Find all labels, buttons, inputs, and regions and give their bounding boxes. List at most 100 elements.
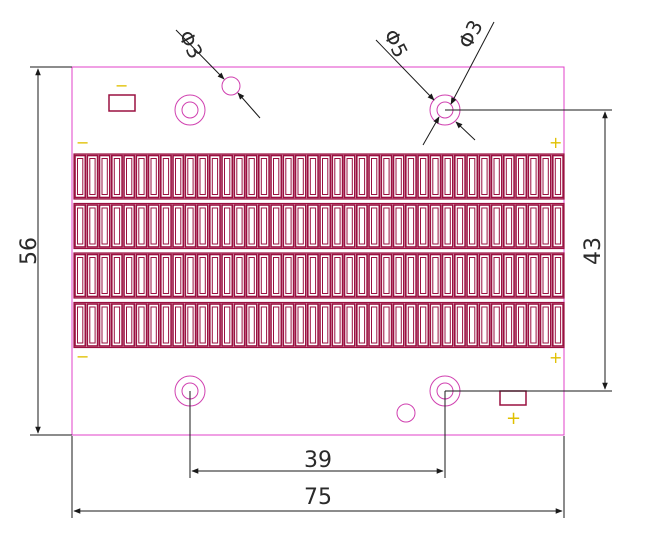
led-slot-inner	[420, 306, 427, 344]
led-slot-inner	[297, 306, 304, 344]
led-slot	[417, 303, 430, 347]
led-slot	[245, 253, 258, 298]
led-slot	[368, 303, 381, 347]
dimension-label-56: 56	[17, 237, 42, 265]
led-slot-inner	[175, 257, 182, 294]
led-slot-inner	[505, 158, 513, 195]
led-slot-inner	[297, 207, 304, 245]
led-slot-inner	[150, 158, 157, 195]
led-slot-inner	[77, 207, 84, 245]
led-slot	[160, 204, 172, 248]
led-slot	[282, 303, 295, 347]
led-slot	[502, 154, 515, 199]
led-slot	[147, 154, 160, 199]
led-slot	[111, 253, 123, 298]
slot-row	[73, 202, 565, 250]
led-slot-inner	[309, 306, 317, 344]
led-slot-inner	[371, 257, 378, 294]
led-slot-inner	[138, 306, 145, 344]
led-slot	[270, 303, 283, 347]
led-slot	[294, 303, 307, 347]
led-slot	[466, 253, 479, 298]
led-slot-inner	[444, 158, 451, 195]
led-slot	[221, 204, 234, 248]
led-slot	[355, 253, 368, 298]
led-slot-inner	[542, 306, 549, 344]
led-slot	[135, 204, 148, 248]
led-slot	[429, 154, 442, 199]
led-slot-inner	[518, 207, 525, 245]
led-slot	[98, 303, 111, 347]
led-slot-grid	[73, 153, 565, 349]
led-slot	[74, 204, 87, 248]
led-slot-inner	[224, 306, 231, 344]
led-slot	[551, 253, 564, 298]
led-slot-inner	[542, 207, 549, 245]
led-slot	[478, 303, 491, 347]
led-slot	[319, 303, 332, 347]
led-slot	[245, 154, 258, 199]
led-slot	[270, 204, 283, 248]
led-slot-inner	[383, 158, 390, 195]
led-slot-inner	[407, 257, 415, 294]
led-slot-inner	[322, 306, 329, 344]
led-slot-inner	[150, 306, 157, 344]
led-slot-inner	[236, 158, 243, 195]
led-slot	[380, 253, 393, 298]
led-slot	[209, 154, 221, 199]
led-slot	[343, 154, 356, 199]
led-slot	[331, 154, 344, 199]
slot-row	[73, 252, 565, 299]
led-slot-inner	[187, 257, 194, 294]
led-slot-inner	[260, 306, 268, 344]
led-slot	[466, 154, 479, 199]
led-slot-inner	[432, 306, 439, 344]
led-slot-inner	[554, 158, 562, 195]
led-slot-inner	[469, 158, 476, 195]
led-slot	[123, 154, 136, 199]
led-slot-inner	[481, 257, 488, 294]
led-slot	[306, 253, 319, 298]
led-slot-inner	[456, 207, 464, 245]
led-slot	[466, 204, 479, 248]
led-slot-inner	[175, 306, 182, 344]
led-slot-inner	[346, 158, 353, 195]
led-slot	[147, 253, 160, 298]
led-slot	[257, 303, 270, 347]
led-slot-inner	[358, 207, 366, 245]
led-slot-inner	[358, 306, 366, 344]
callout-label-phi5: Φ5	[379, 25, 413, 61]
led-slot-inner	[309, 207, 317, 245]
led-slot	[453, 303, 466, 347]
led-slot-inner	[101, 257, 108, 294]
led-slot-inner	[138, 257, 145, 294]
led-slot	[233, 253, 246, 298]
led-slot-inner	[138, 207, 145, 245]
led-slot	[123, 204, 136, 248]
led-slot-inner	[493, 158, 500, 195]
led-slot-inner	[297, 158, 304, 195]
led-slot	[429, 204, 442, 248]
led-slot	[160, 303, 172, 347]
led-slot	[502, 204, 515, 248]
led-slot-inner	[236, 257, 243, 294]
led-slot-inner	[162, 257, 170, 294]
polarity-minus-top: −	[115, 76, 128, 95]
led-slot-inner	[260, 158, 268, 195]
led-slot	[404, 253, 417, 298]
led-slot-inner	[456, 306, 464, 344]
led-slot	[111, 204, 123, 248]
led-slot	[527, 204, 540, 248]
led-slot	[453, 204, 466, 248]
led-slot-inner	[236, 207, 243, 245]
led-slot	[282, 204, 295, 248]
led-slot-inner	[395, 257, 402, 294]
led-slot-inner	[432, 207, 439, 245]
led-slot	[306, 303, 319, 347]
led-slot	[98, 253, 111, 298]
led-slot	[368, 253, 381, 298]
led-slot-inner	[334, 207, 341, 245]
led-slot-inner	[383, 257, 390, 294]
led-slot	[355, 154, 368, 199]
led-slot	[466, 303, 479, 347]
